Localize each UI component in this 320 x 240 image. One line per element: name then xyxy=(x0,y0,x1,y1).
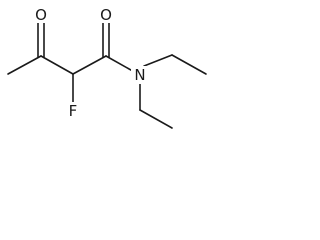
structure-canvas: O O N F xyxy=(0,0,216,134)
bond-methyl-ketone xyxy=(7,55,42,75)
atom-label-oxygen-ketone: O xyxy=(35,6,47,24)
molecule-diagram: O O N F xyxy=(7,6,207,129)
atom-label-oxygen-amide: O xyxy=(100,6,112,24)
bonds xyxy=(7,19,207,129)
bond-alpha-amide xyxy=(72,55,107,75)
atom-label-nitrogen: N xyxy=(134,66,145,84)
atom-label-fluorine: F xyxy=(69,102,78,120)
bond-ethyl2-ch2-ch3 xyxy=(139,109,173,129)
atom-labels: O O N F xyxy=(32,6,148,120)
bond-ethyl1-ch2-ch3 xyxy=(171,54,207,75)
bond-ketone-alpha xyxy=(40,55,74,75)
bond-nitrogen-ethyl1-ch2 xyxy=(143,54,173,67)
